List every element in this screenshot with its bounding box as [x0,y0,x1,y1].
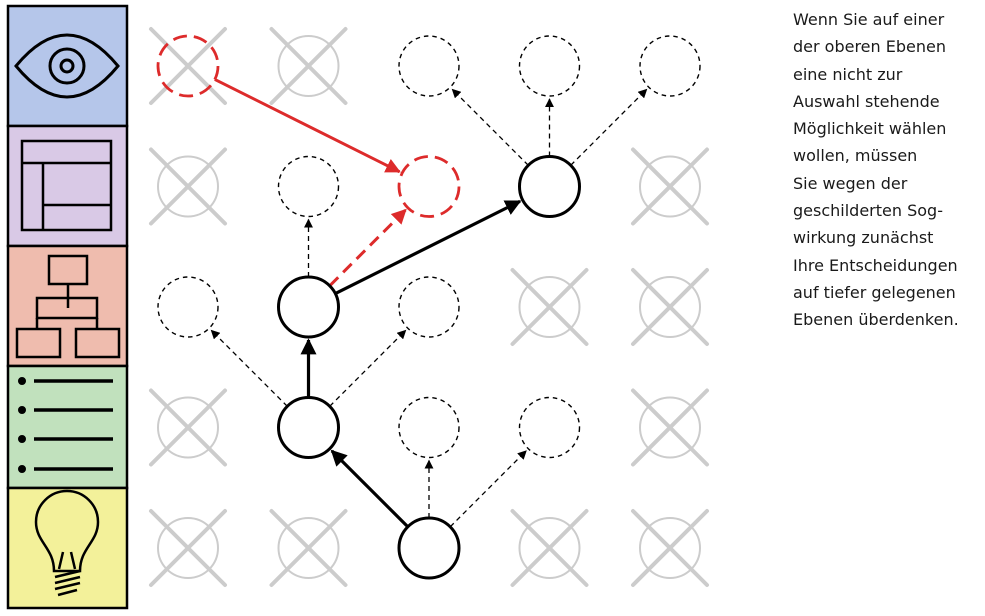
caption-line: wirkung zunächst [793,228,934,248]
unavailable-cross-icon [510,268,589,346]
edges-layer [210,78,648,528]
selected-unavailable-node [149,27,227,105]
caption-line: Ebenen überdenken. [793,310,959,330]
redirect-path-arrow [328,208,407,287]
chosen-node [277,275,340,339]
caption-line: Ihre Entscheidungen [793,255,958,275]
unavailable-node [631,509,709,587]
caption-line: Möglichkeit wählen [793,119,947,139]
hierarchy-icon [15,254,121,359]
unavailable-node [149,147,227,226]
caption-line: der oberen Ebenen [793,37,946,57]
level-band-content [6,364,129,490]
unavailable-cross-icon [510,509,589,587]
option-node [518,35,581,97]
unavailable-node [631,388,709,467]
eye-icon [14,33,120,99]
caption-text: Wenn Sie auf einer der oberen Ebenen ein… [793,6,983,334]
unavailable-cross-icon [631,147,709,226]
unavailable-node [510,509,589,587]
unavailable-cross-icon [631,509,709,587]
unavailable-node [269,27,348,105]
option-node [277,155,340,218]
caption-line: Wenn Sie auf einer [793,10,945,29]
wish-arrow [214,78,401,174]
level-band-idea [6,486,129,610]
level-band-perception [6,4,129,128]
unavailable-node [149,509,227,587]
caption-line: eine nicht zur [793,64,903,84]
level-sidebar [6,4,129,610]
caption-line: Sie wegen der [793,173,908,193]
option-arrow [329,329,407,407]
level-band-structure [6,244,129,368]
option-node [398,35,460,97]
unavailable-cross-icon [149,388,227,467]
unavailable-node [269,509,348,587]
option-node [157,276,219,338]
chosen-path-arrow [330,449,409,528]
unavailable-cross-icon [149,509,227,587]
decision-diagram [6,4,709,610]
option-arrow [451,88,529,166]
unavailable-cross-icon [269,27,348,105]
unavailable-cross-icon [149,27,227,105]
option-node [398,276,460,338]
level-band-layout [6,124,129,248]
list-icon [18,377,113,473]
option-node [518,396,581,459]
caption-line: geschilderten Sog- [793,201,943,221]
caption-line: Auswahl stehende [793,91,940,111]
unavailable-cross-icon [631,388,709,467]
unavailable-cross-icon [269,509,348,587]
nodes-layer [149,27,709,587]
option-node [639,35,701,97]
target-option-node [397,155,461,218]
unavailable-node [631,268,709,346]
caption-line: wollen, müssen [793,146,918,166]
unavailable-node [510,268,589,346]
unavailable-cross-icon [149,147,227,226]
caption-line: auf tiefer gelegenen [793,282,956,302]
chosen-node [518,155,581,218]
chosen-node [397,516,461,580]
lightbulb-icon [34,489,100,597]
unavailable-node [631,147,709,226]
option-node [398,396,460,459]
chosen-node [277,396,340,459]
chosen-path-arrow [334,199,522,296]
unavailable-node [149,388,227,467]
unavailable-cross-icon [631,268,709,346]
layout-icon [20,139,113,232]
